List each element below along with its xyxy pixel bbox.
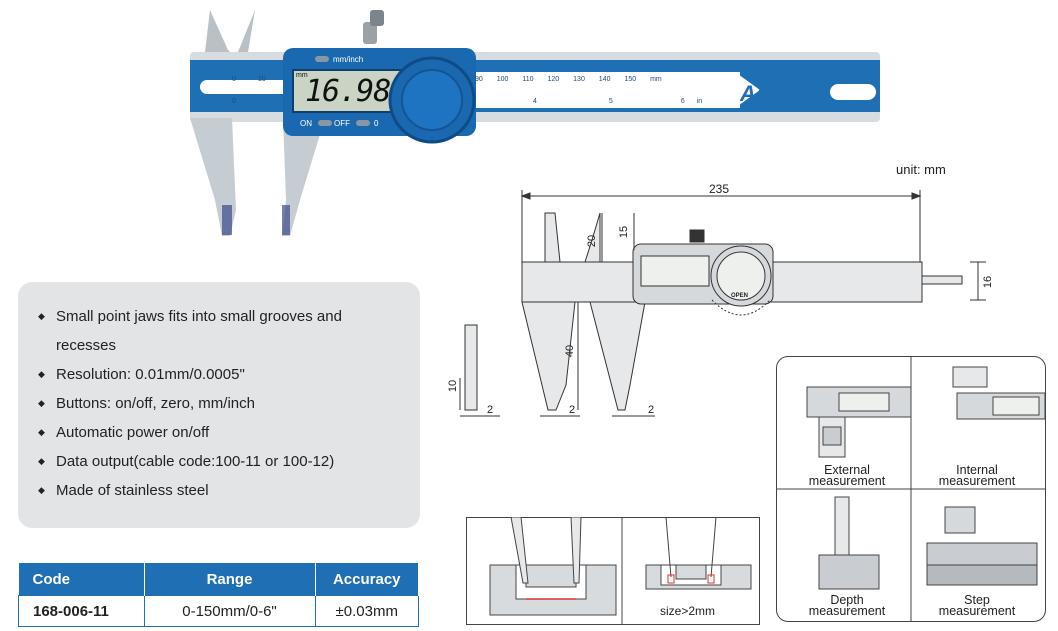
scale-bottom: 0 bbox=[232, 98, 236, 105]
cell-accuracy: ±0.03mm bbox=[314, 595, 419, 627]
open-button-label: OPEN bbox=[731, 293, 749, 299]
features-panel: Small point jaws fits into small grooves… bbox=[18, 282, 420, 528]
on-label: ON bbox=[300, 119, 312, 128]
spec-table: Code Range Accuracy 168-006-11 0-150mm/0… bbox=[18, 563, 419, 627]
col-header-accuracy: Accuracy bbox=[315, 563, 419, 596]
zero-label: 0 bbox=[374, 119, 379, 128]
brand-logo: ACCUD bbox=[740, 81, 825, 106]
dim-point-width-2: 2 bbox=[648, 404, 655, 416]
dim-depth-bar: 16 bbox=[982, 275, 995, 289]
feature-item: recesses bbox=[56, 337, 117, 354]
scale-top-right: 90 100 110 120 130 140 150 mm bbox=[475, 76, 662, 83]
col-header-code: Code bbox=[18, 563, 145, 596]
feature-item: Made of stainless steel bbox=[38, 476, 420, 505]
unit-toggle-label: mm/inch bbox=[333, 55, 364, 64]
unit-note: unit: mm bbox=[896, 162, 946, 177]
feature-item: Small point jaws fits into small grooves… bbox=[38, 302, 420, 331]
dim-jaw-length: 40 bbox=[564, 344, 577, 358]
technical-drawing bbox=[459, 190, 986, 417]
feature-item: Resolution: 0.01mm/0.0005" bbox=[38, 360, 420, 389]
feature-item: Data output(cable code:100-11 or 100-12) bbox=[38, 447, 420, 476]
table-row: 168-006-11 0-150mm/0-6" ±0.03mm bbox=[18, 595, 419, 627]
dim-point-width-1: 2 bbox=[569, 404, 576, 416]
off-label: OFF bbox=[334, 119, 350, 128]
dim-side-width: 2 bbox=[487, 404, 494, 416]
cell-range: 0-150mm/0-6" bbox=[143, 595, 316, 627]
dim-overall: 235 bbox=[709, 182, 730, 196]
groove-diagram bbox=[466, 517, 760, 625]
display-mm-label: mm bbox=[296, 72, 308, 79]
dim-jaw-b: 15 bbox=[618, 225, 631, 239]
dim-side-height: 10 bbox=[447, 379, 460, 393]
groove-size-note: size>2mm bbox=[660, 604, 716, 618]
cell-code: 168-006-11 bbox=[18, 595, 145, 627]
dim-jaw-a: 20 bbox=[586, 234, 599, 248]
measurement-illustrations bbox=[777, 357, 1045, 621]
feature-item: Automatic power on/off bbox=[38, 418, 420, 447]
caliper-photo bbox=[190, 10, 880, 236]
col-header-range: Range bbox=[144, 563, 316, 596]
display-reading: 16.98 bbox=[305, 74, 391, 109]
feature-item: Buttons: on/off, zero, mm/inch bbox=[38, 389, 420, 418]
